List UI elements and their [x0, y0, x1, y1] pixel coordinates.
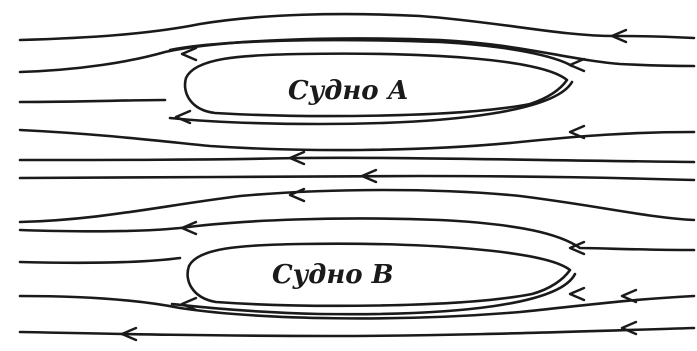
streamline-14 [18, 326, 696, 338]
flow-arrow-14 [120, 326, 138, 342]
flow-arrow-11 [180, 296, 198, 312]
flow-arrow-5 [568, 124, 586, 140]
streamline-3 [168, 38, 574, 68]
streamline-12 [170, 272, 577, 316]
ship-a-label: Судно А [288, 76, 409, 106]
ship-b-label: Судно В [272, 260, 394, 290]
flow-arrow-10 [568, 240, 586, 256]
streamline-11 [18, 256, 182, 265]
flow-arrow-15 [620, 320, 638, 336]
flow-arrow-1 [610, 28, 628, 44]
ship-a-hull [183, 52, 569, 118]
flow-arrow-4 [174, 109, 192, 125]
flow-arrow-13 [620, 288, 638, 304]
streamline-7 [18, 156, 696, 164]
streamline-8 [18, 174, 696, 182]
streamline-4 [18, 98, 167, 104]
streamline-1 [18, 12, 696, 42]
streamline-5 [168, 80, 574, 126]
flow-arrow-6 [288, 150, 306, 166]
ship-b-hull [186, 242, 572, 308]
streamline-6 [18, 128, 696, 152]
streamline-9 [18, 188, 696, 224]
flow-arrow-8 [288, 187, 306, 203]
flow-arrow-9 [180, 220, 198, 236]
flow-arrow-12 [568, 286, 586, 302]
streamline-13 [18, 294, 696, 320]
flow-arrow-7 [360, 168, 378, 184]
streamline-10 [18, 217, 696, 252]
flow-arrow-3 [568, 57, 586, 73]
streamline-2 [18, 37, 696, 74]
flow-arrow-2 [180, 46, 198, 62]
